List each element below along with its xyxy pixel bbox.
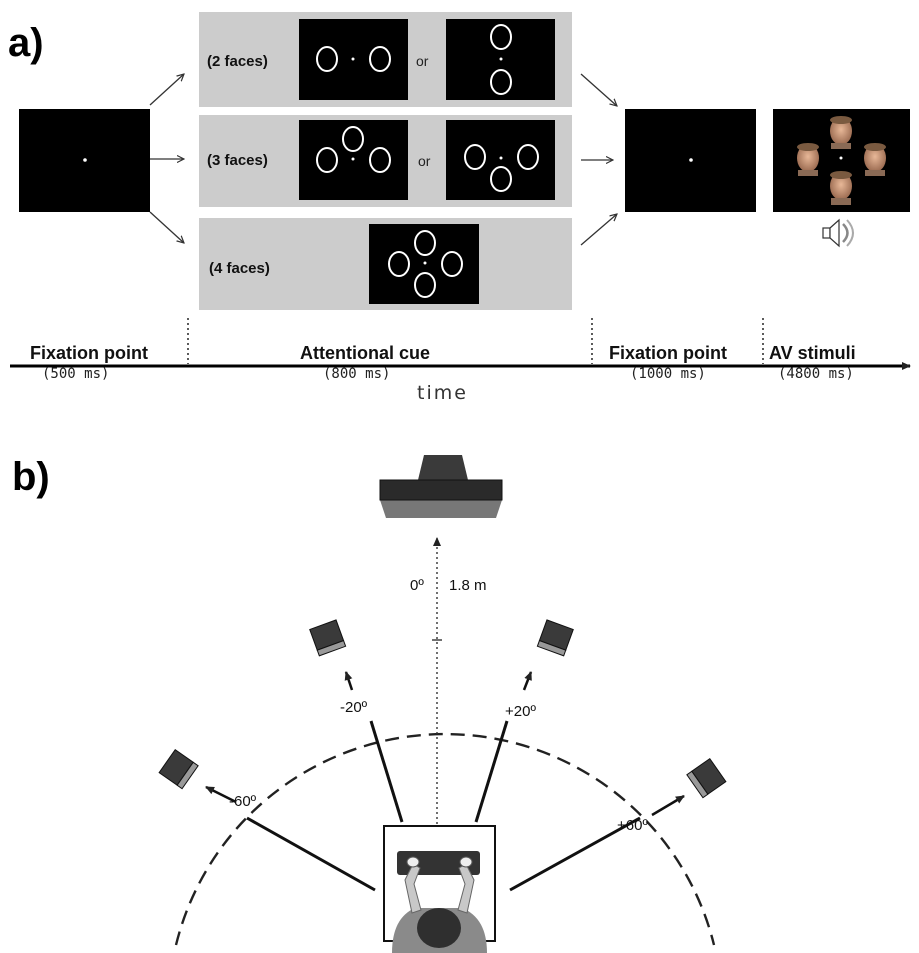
angle-arrow-left-inner	[344, 671, 354, 691]
face-position-ring	[316, 46, 338, 72]
speaker-arc	[174, 732, 716, 946]
fixation-dot	[351, 157, 355, 161]
cue-row-label: (3 faces)	[207, 152, 268, 169]
face-position-ring	[464, 144, 486, 170]
speaker-box-left-inner	[309, 619, 347, 657]
angle-label-left-inner: -20º	[340, 699, 368, 716]
phase-duration: (4800 ms)	[778, 366, 854, 382]
speaker-box-right-outer	[686, 757, 727, 799]
face-position-ring	[414, 230, 436, 256]
phase-duration: (1000 ms)	[630, 366, 706, 382]
fixation-screen-initial	[19, 109, 150, 212]
panel-a-label: a)	[8, 21, 44, 65]
phase-duration: (800 ms)	[323, 366, 390, 382]
distance-label: 1.8 m	[449, 577, 487, 594]
or-label: or	[416, 53, 429, 69]
angle-label-right-inner: +20º	[505, 703, 536, 720]
angle-arrow-right-inner	[522, 671, 533, 691]
face-image-top	[830, 116, 852, 149]
phase-name: AV stimuli	[769, 343, 856, 363]
av-stimuli-screen	[773, 109, 910, 212]
fixation-dot	[499, 156, 503, 160]
speaker-icon	[822, 218, 854, 248]
fixation-dot	[83, 158, 87, 162]
face-position-ring	[414, 272, 436, 298]
face-position-ring	[441, 251, 463, 277]
angle-arrow-right-outer	[651, 794, 685, 817]
time-axis-label: time	[417, 382, 468, 404]
cue-row-3-faces: (3 faces) or	[199, 115, 572, 207]
phase-duration: (500 ms)	[42, 366, 109, 382]
converge-arrow-bottom	[580, 214, 617, 246]
face-position-ring	[369, 46, 391, 72]
face-position-ring	[490, 166, 512, 192]
fixation-dot	[689, 158, 693, 162]
direction-line-right-outer	[509, 816, 641, 892]
subject-at-desk-icon	[383, 825, 496, 953]
head	[417, 908, 461, 948]
face-image-right	[864, 143, 886, 176]
fixation-screen-second	[625, 109, 756, 212]
branch-arrow-4-faces	[149, 211, 184, 243]
cue-row-label: (2 faces)	[207, 53, 268, 70]
cue-row-4-faces: (4 faces)	[199, 218, 572, 310]
direction-line-left-inner	[369, 720, 404, 823]
cue-row-label: (4 faces)	[209, 260, 270, 277]
face-image-left	[797, 143, 819, 176]
monitor-icon	[379, 455, 503, 518]
panel-b-label: b)	[12, 455, 50, 499]
branch-arrow-2-faces	[149, 74, 184, 106]
face-position-ring	[490, 24, 512, 50]
angle-label-left-outer: -60º	[229, 793, 257, 810]
face-position-ring	[490, 69, 512, 95]
speaker-box-left-outer	[158, 748, 199, 790]
face-position-ring	[517, 144, 539, 170]
direction-line-left-outer	[246, 816, 376, 892]
face-position-ring	[388, 251, 410, 277]
phase-name: Fixation point	[30, 343, 148, 363]
phase-name: Fixation point	[609, 343, 727, 363]
face-image-bottom	[830, 171, 852, 205]
fixation-dot	[423, 261, 427, 265]
face-position-ring	[316, 147, 338, 173]
angle-label-right-outer: +60º	[617, 817, 648, 834]
face-position-ring	[342, 126, 364, 152]
phase-name: Attentional cue	[300, 343, 430, 363]
fixation-dot	[499, 57, 503, 61]
angle-arrow-left-outer	[205, 785, 237, 804]
angle-label-center: 0º	[410, 577, 424, 594]
or-label: or	[418, 153, 431, 169]
cue-row-2-faces: (2 faces) or	[199, 12, 572, 107]
speaker-box-right-inner	[536, 619, 574, 657]
face-position-ring	[369, 147, 391, 173]
fixation-dot	[351, 57, 355, 61]
converge-arrow-top	[580, 73, 617, 106]
direction-line-right-inner	[474, 720, 509, 823]
fixation-dot	[839, 156, 843, 160]
